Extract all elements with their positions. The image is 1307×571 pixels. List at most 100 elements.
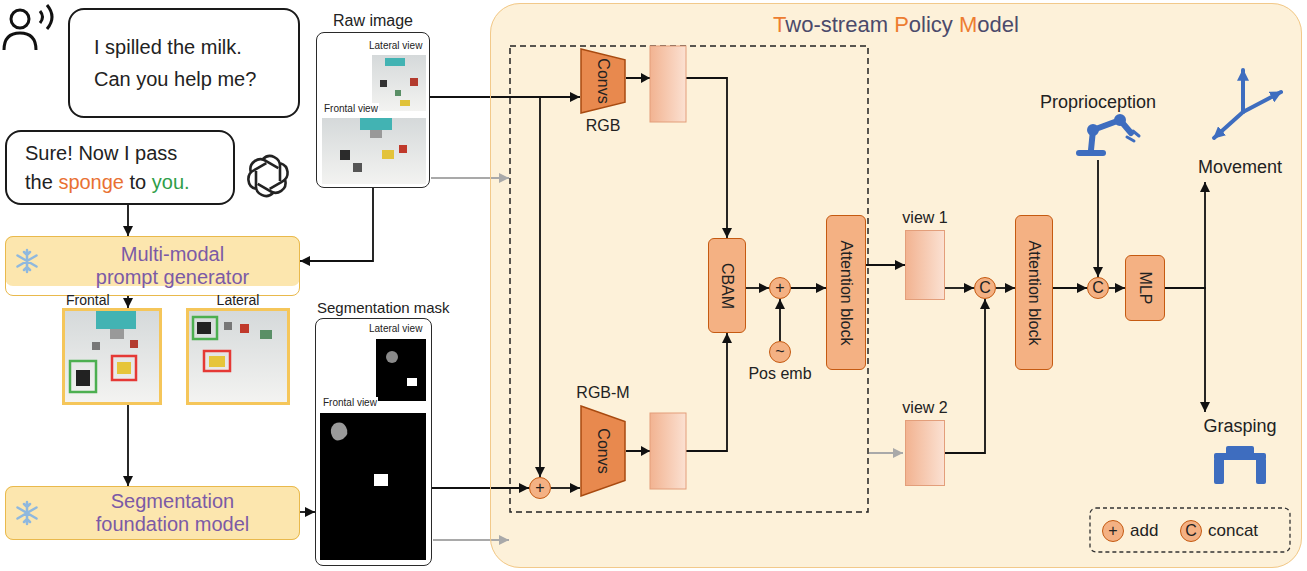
block-name: Convs bbox=[594, 428, 612, 473]
io-label: Proprioception bbox=[1040, 92, 1156, 112]
side-label-slot: Pos emb bbox=[748, 366, 811, 382]
heading-slot: view 1 bbox=[902, 209, 947, 227]
flow-arrow bbox=[300, 188, 373, 261]
block-name: Attention block bbox=[1025, 240, 1043, 345]
frozen-snowflake bbox=[18, 250, 37, 272]
legend-text: concat bbox=[1208, 521, 1258, 540]
io-label: Movement bbox=[1198, 157, 1282, 177]
heading-slot: Frontal bbox=[66, 292, 110, 308]
block-name: MLP bbox=[1136, 272, 1154, 305]
view-label: view 2 bbox=[902, 399, 947, 416]
legend-slot: concat bbox=[1208, 520, 1258, 542]
label-slot: Lateral view bbox=[368, 40, 423, 51]
gripper-icon bbox=[1214, 446, 1266, 484]
frozen-snowflake bbox=[18, 502, 37, 524]
conv-encoder: ConvsRGB-M bbox=[580, 405, 626, 497]
io-label: Grasping bbox=[1203, 416, 1276, 436]
flow-arrow bbox=[127, 405, 129, 486]
legend-frame bbox=[1090, 508, 1290, 552]
image-heading: Lateral bbox=[217, 292, 260, 308]
movement-axes-icon bbox=[1214, 70, 1281, 138]
stream-label: RGB-M bbox=[576, 384, 629, 401]
side-label-slot: RGB bbox=[586, 117, 621, 135]
flow-arrow bbox=[127, 296, 129, 308]
heading-slot: view 2 bbox=[902, 399, 947, 417]
speech-word: sponge bbox=[58, 171, 124, 193]
view-label: view 1 bbox=[902, 209, 947, 226]
add-operator: + bbox=[769, 277, 791, 299]
attention-block: Attention block bbox=[826, 215, 866, 370]
flow-arrow bbox=[430, 97, 540, 477]
feature-map bbox=[650, 46, 686, 122]
mask-lateral bbox=[376, 339, 426, 401]
title-initial: M bbox=[959, 12, 977, 37]
raw-frontal-photo bbox=[322, 118, 426, 184]
position-embedding: ~Pos emb bbox=[769, 341, 791, 363]
speech-text: I spilled the milk. Can you help me? bbox=[94, 31, 269, 95]
assistant-speech-bubble: Sure! Now I pass the sponge to you. bbox=[5, 130, 235, 205]
trapezoid-shape bbox=[581, 406, 625, 496]
side-label-slot: RGB-M bbox=[576, 384, 629, 402]
policy-model-panel: Two-stream Policy ModelConvsRGBConvsRGB-… bbox=[490, 3, 1302, 568]
user-icon bbox=[4, 5, 52, 50]
flow-arrow bbox=[996, 287, 1015, 289]
detection-image: Lateral bbox=[186, 308, 290, 405]
operator-symbol: C bbox=[1185, 523, 1197, 539]
speech-word: the bbox=[25, 171, 53, 193]
proprioception-input: Proprioception bbox=[1033, 88, 1163, 160]
conv-encoder: ConvsRGB bbox=[580, 48, 626, 114]
flow-arrow bbox=[432, 487, 529, 489]
robot-arm-icon bbox=[1079, 117, 1139, 153]
panel-fill bbox=[490, 3, 1302, 568]
flow-arrow bbox=[779, 299, 781, 341]
second-view-arrow bbox=[431, 177, 509, 179]
speech-word: Now bbox=[78, 142, 118, 164]
operator-symbol: C bbox=[1092, 280, 1104, 296]
mask-frontal bbox=[320, 413, 426, 560]
flow-arrow bbox=[791, 287, 826, 289]
label-slot: Frontal view bbox=[322, 397, 378, 408]
arrow-head bbox=[641, 73, 650, 83]
view-caption: Frontal view bbox=[323, 103, 379, 114]
second-view-arrow bbox=[433, 539, 509, 541]
module-name: Segmentation foundation model bbox=[85, 490, 260, 536]
flow-arrow bbox=[945, 299, 985, 453]
image-heading: Frontal bbox=[66, 292, 110, 308]
block-name: Attention block bbox=[837, 240, 855, 345]
legend-text: add bbox=[1130, 521, 1158, 540]
title-slot: Two-stream Policy Model bbox=[491, 12, 1301, 38]
module-fill bbox=[5, 486, 300, 540]
flow-arrow bbox=[1165, 288, 1205, 412]
user-speech-bubble: I spilled the milk. Can you help me? bbox=[68, 8, 300, 118]
mlp-block: MLP bbox=[1125, 255, 1165, 321]
image-heading: Segmentation mask bbox=[317, 299, 450, 316]
operator-symbol: + bbox=[1108, 523, 1117, 539]
icon-label-slot: Proprioception bbox=[1040, 92, 1156, 113]
detection-photo bbox=[65, 311, 159, 402]
flow-arrow bbox=[127, 205, 129, 236]
flow-arrow bbox=[866, 264, 905, 266]
module-name: Multi-modal prompt generator bbox=[93, 243, 253, 289]
segmentation-mask-frame: Segmentation mask bbox=[315, 318, 432, 566]
speech-text: Sure! Now I pass the sponge to you. bbox=[25, 139, 200, 197]
legend-slot: add bbox=[1130, 520, 1158, 542]
title-initial: P bbox=[894, 12, 909, 37]
raw-lateral-photo bbox=[372, 55, 426, 111]
heading-slot: Segmentation mask bbox=[317, 299, 450, 316]
add-operator: + bbox=[529, 477, 551, 499]
operator-symbol: + bbox=[535, 480, 544, 496]
flow-arrow bbox=[945, 287, 974, 289]
view-caption: Frontal view bbox=[322, 397, 378, 408]
heading-slot: Lateral bbox=[217, 292, 260, 308]
icon-label-slot: Grasping bbox=[1203, 416, 1276, 437]
speech-word: Sure! bbox=[25, 142, 73, 164]
dashed-group bbox=[510, 46, 868, 512]
view-feature-map: view 2 bbox=[905, 420, 945, 486]
label-slot: Frontal view bbox=[323, 103, 379, 114]
flow-arrow bbox=[1109, 287, 1125, 289]
operator-symbol: C bbox=[979, 280, 991, 296]
movement-output: Movement bbox=[1185, 60, 1295, 182]
view-feature-map: view 1 bbox=[905, 230, 945, 300]
chatbot-logo bbox=[245, 156, 292, 197]
